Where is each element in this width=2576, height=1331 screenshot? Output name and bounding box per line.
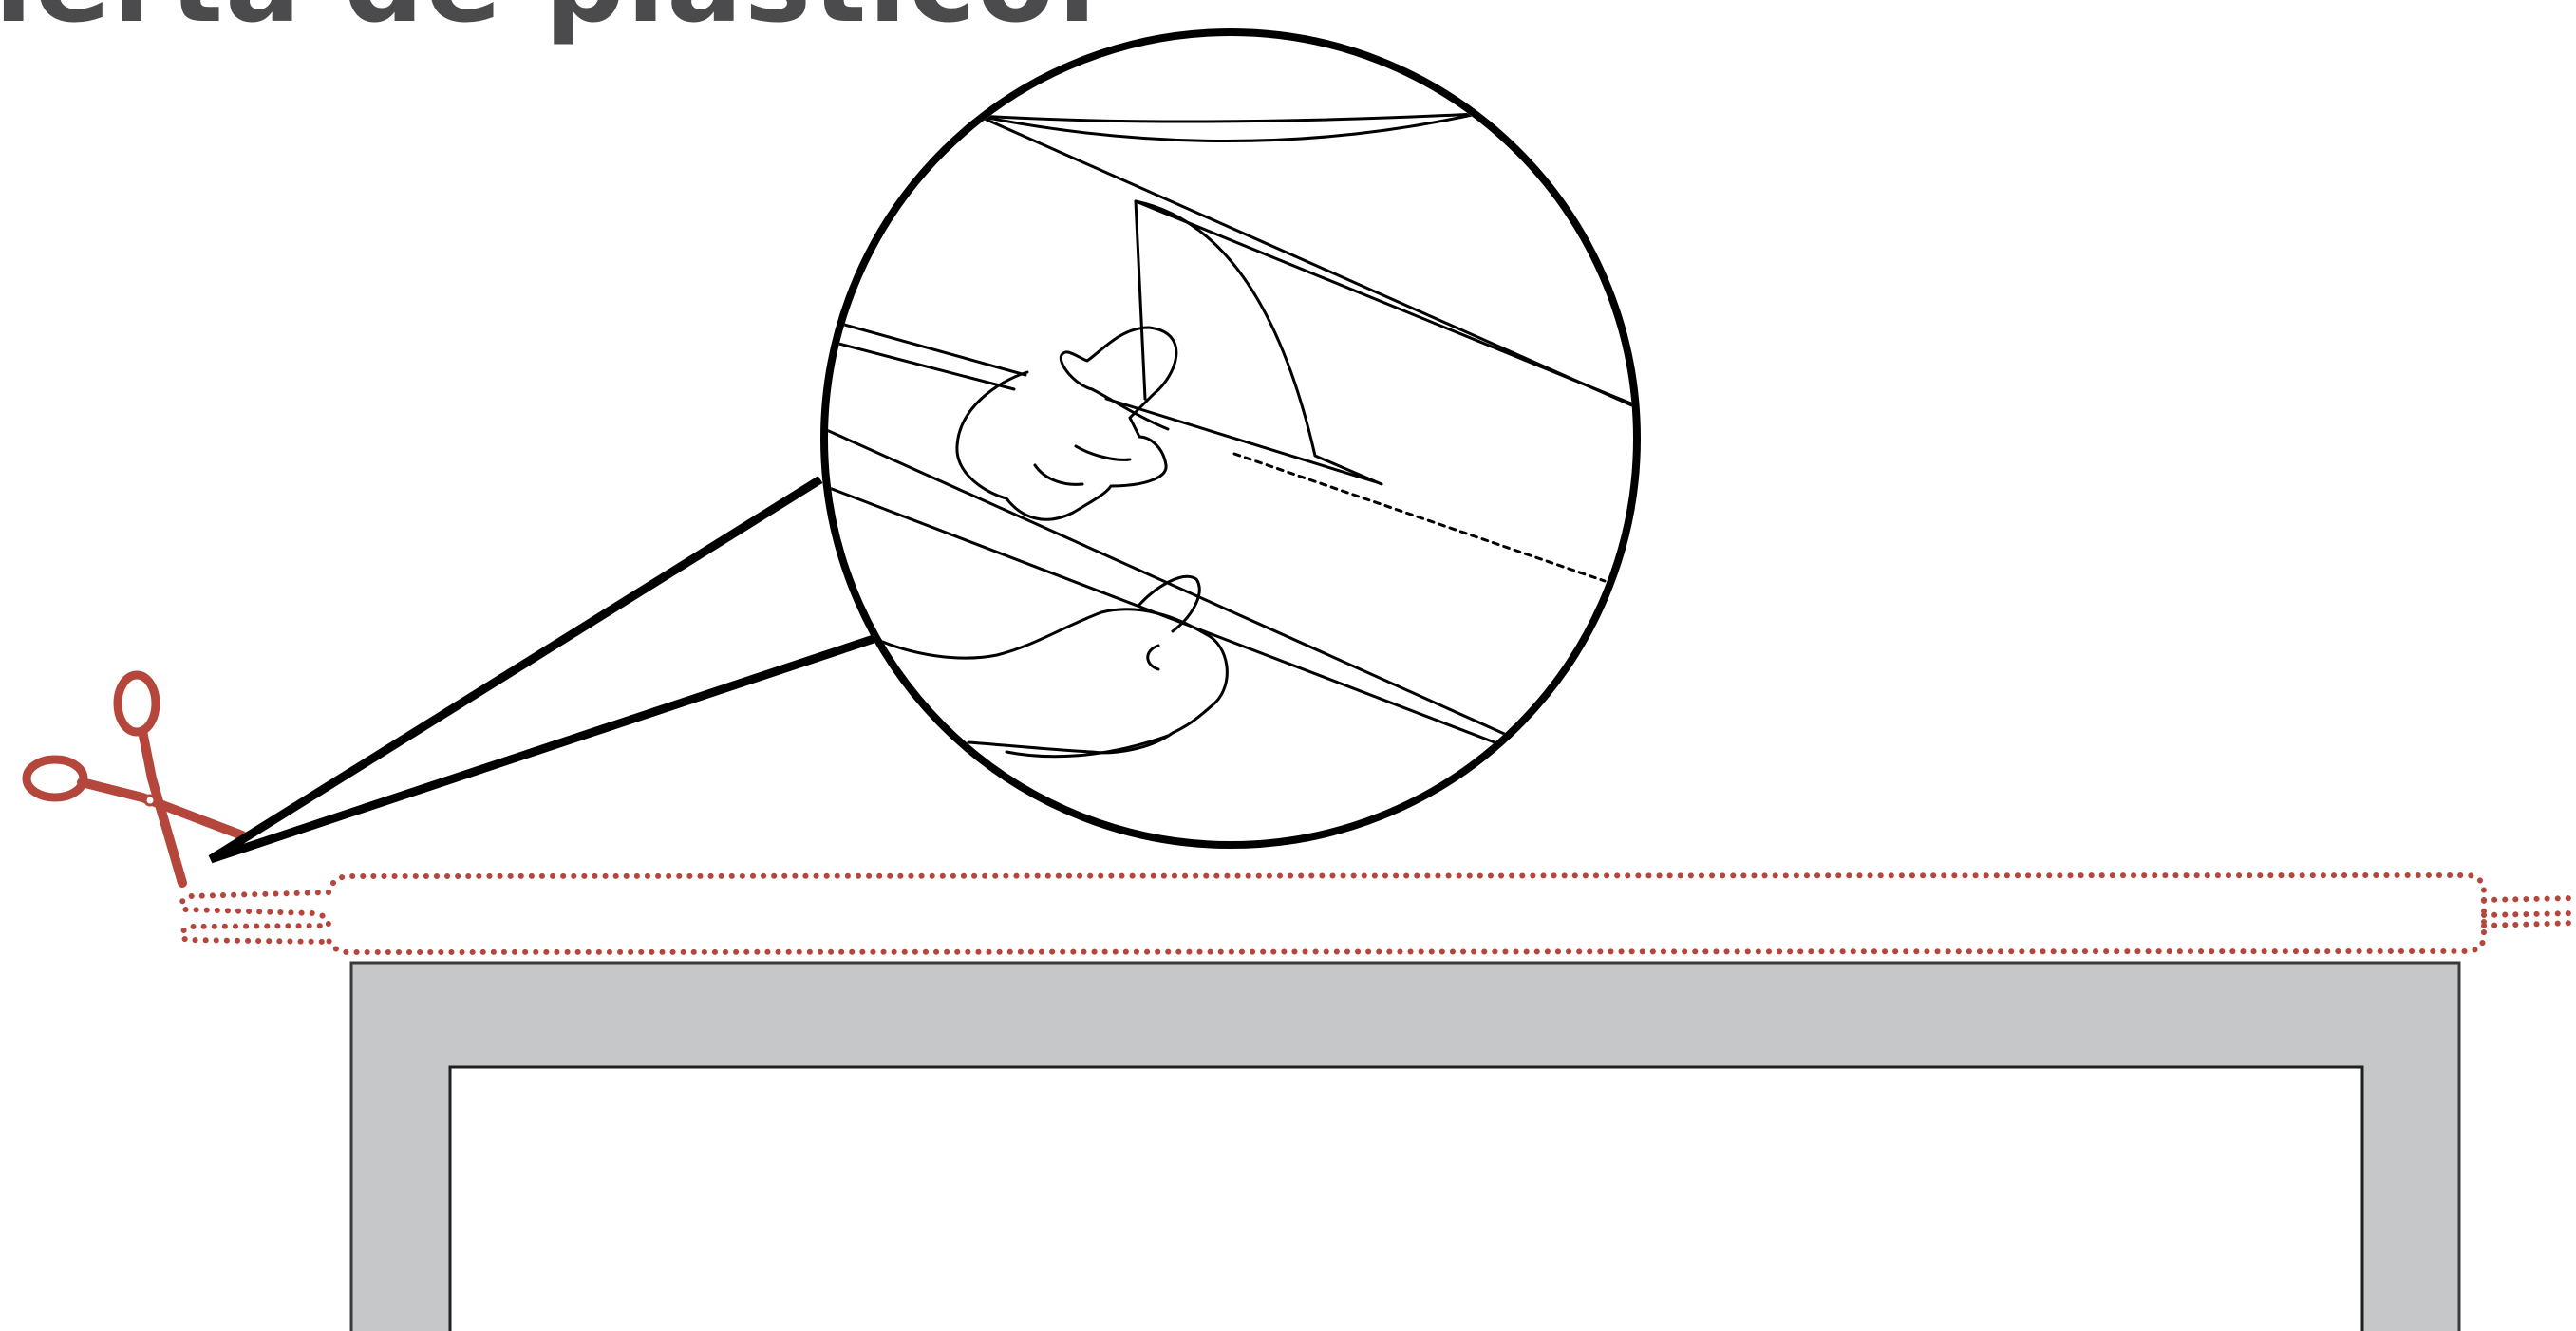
frame-inner-panel — [450, 1067, 2362, 1331]
scissors-icon — [27, 675, 242, 883]
magnifier-callout — [211, 32, 1643, 859]
cut-line-main-strip — [329, 875, 2484, 952]
cut-line-right-stub — [2484, 898, 2576, 926]
frame-outline — [351, 963, 2459, 1331]
cut-line — [181, 875, 2576, 952]
callout-pointer — [211, 479, 874, 859]
cut-line-left-stub — [181, 892, 329, 942]
